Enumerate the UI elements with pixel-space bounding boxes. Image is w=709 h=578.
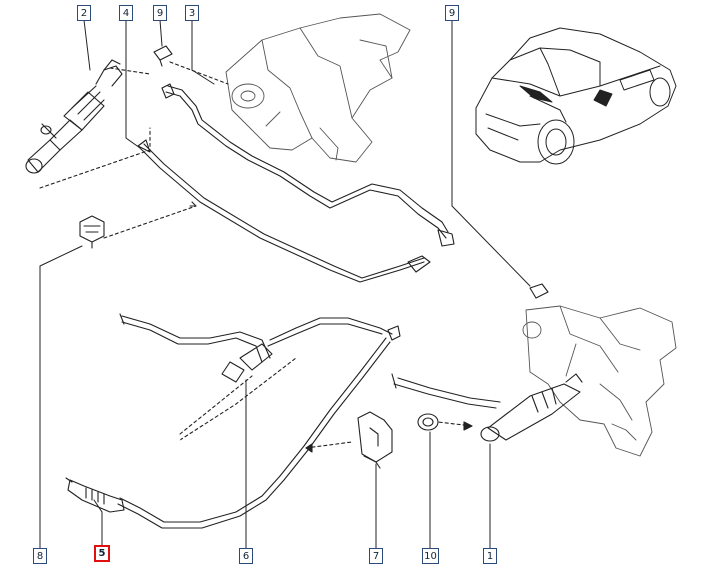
clutch-master-cylinder [25,59,123,174]
car-illustration [475,27,677,165]
flexible-hose [119,313,401,383]
leader-lines [39,19,531,549]
callout-4[interactable]: 4 [119,5,133,21]
callout-9-right[interactable]: 9 [445,5,459,21]
leader-dashed [39,127,151,189]
clip-10 [417,413,439,431]
bracket-7 [357,411,393,469]
pedal-box-lower [522,305,677,457]
callout-10[interactable]: 10 [422,548,439,564]
clip-right [529,283,549,299]
callout-1[interactable]: 1 [483,548,497,564]
callout-9-top[interactable]: 9 [153,5,167,21]
slave-pipe [117,337,391,529]
callout-7[interactable]: 7 [369,548,383,564]
clip-8 [79,215,105,249]
master-cylinder-installed [391,373,583,442]
callout-8[interactable]: 8 [33,548,47,564]
clip-top [153,45,173,67]
callout-2[interactable]: 2 [77,5,91,21]
slave-fitting [65,477,125,513]
supply-pipe [161,83,455,247]
callout-5-selected[interactable]: 5 [94,545,110,562]
callout-6[interactable]: 6 [239,548,253,564]
hydraulic-pipe [137,139,431,283]
pedal-box-upper [225,13,411,163]
callout-3[interactable]: 3 [185,5,199,21]
